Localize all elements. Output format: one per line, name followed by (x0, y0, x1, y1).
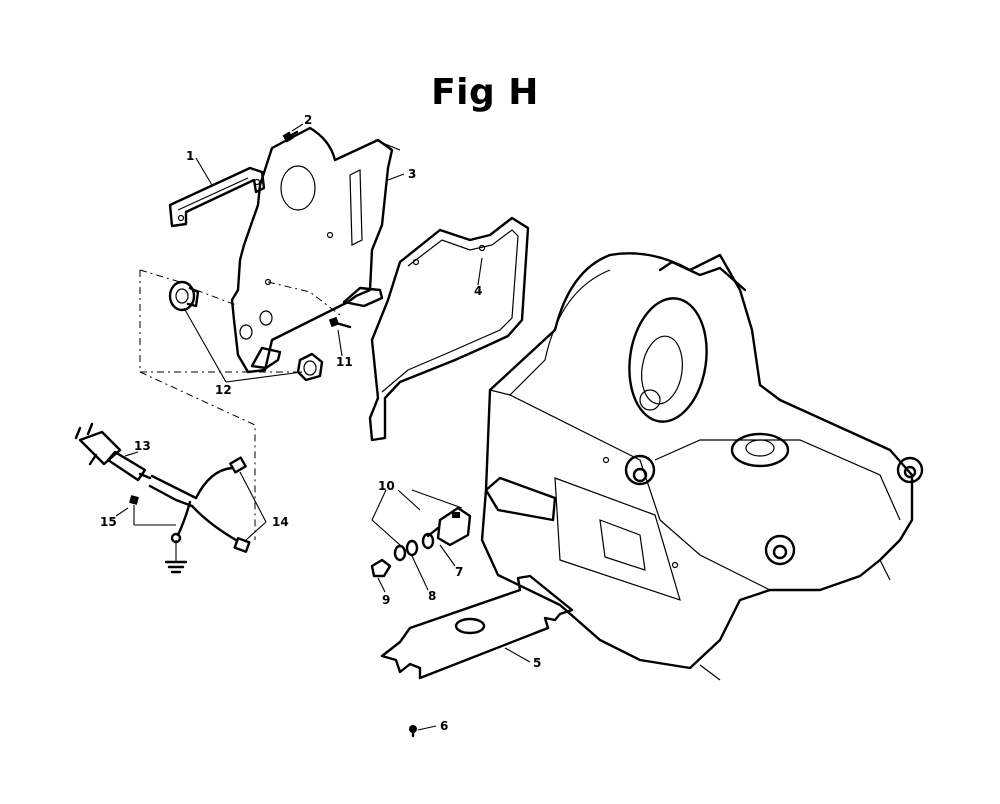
bottom-cover-plate-part (380, 574, 574, 680)
power-cord-part (74, 422, 198, 508)
callout-2: 2 (304, 113, 312, 127)
machine-housing (480, 252, 924, 681)
callout-8: 8 (428, 589, 436, 603)
ground-screw-part (129, 495, 188, 574)
callout-11: 11 (336, 355, 353, 369)
callout-9: 9 (382, 593, 390, 607)
callout-10: 10 (378, 479, 395, 493)
callout-12: 12 (215, 383, 232, 397)
handle-part (168, 166, 266, 228)
mounting-plate-part (230, 126, 401, 374)
callout-1: 1 (186, 149, 194, 163)
gasket-part (368, 216, 530, 442)
switch-boot-part (370, 558, 392, 578)
assembly-lines (139, 269, 341, 540)
callout-15: 15 (100, 515, 117, 529)
strain-relief-part (168, 280, 324, 382)
switch-nut-washer-part (393, 532, 435, 562)
figure-title: Fig H (431, 72, 539, 113)
callout-4: 4 (474, 284, 482, 298)
callout-14: 14 (272, 515, 289, 529)
callout-5: 5 (533, 656, 541, 670)
callout-6: 6 (440, 719, 448, 733)
callout-13: 13 (134, 439, 151, 453)
callout-7: 7 (455, 565, 463, 579)
screw-part-6 (409, 724, 417, 738)
switch-part (426, 506, 472, 547)
callout-labels: 1 2 3 4 5 6 7 8 9 10 11 12 13 14 15 (100, 113, 541, 733)
wire-leads-part (170, 456, 251, 553)
leader-lines (115, 123, 531, 731)
screw-part-11 (328, 316, 352, 329)
callout-3: 3 (408, 167, 416, 181)
